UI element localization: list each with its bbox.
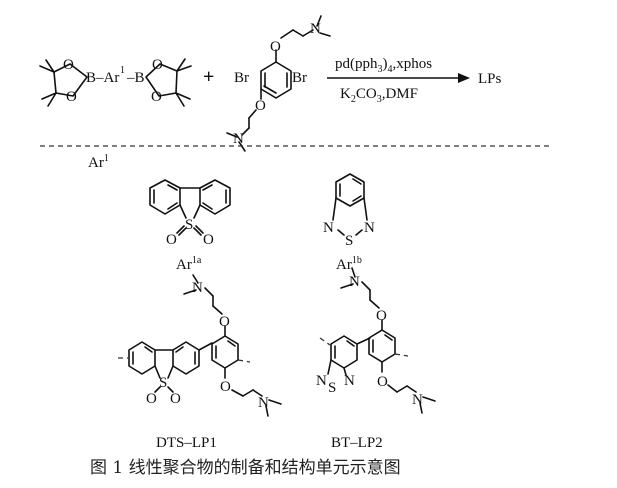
atom-s: S xyxy=(159,375,167,391)
atom-s: S xyxy=(345,233,353,249)
atom-s: S xyxy=(185,217,193,233)
atom-o: O xyxy=(377,374,388,390)
atom-n: N xyxy=(310,21,321,37)
atom-n: N xyxy=(258,395,269,411)
arrow-head-icon xyxy=(458,73,470,83)
atom-o: O xyxy=(376,308,387,324)
dts-lp1-structure xyxy=(118,274,282,417)
dts-lp1-label: DTS–LP1 xyxy=(156,435,217,451)
bt-lp2-label: BT–LP2 xyxy=(331,435,383,451)
atom-o: O xyxy=(63,57,74,73)
atom-n: N xyxy=(192,280,203,296)
atom-o: O xyxy=(146,391,157,407)
atom-n: N xyxy=(323,220,334,236)
ar1b-label: Ar1b xyxy=(336,255,362,273)
atom-o: O xyxy=(255,98,266,114)
boronate-right-b: –B xyxy=(126,70,145,86)
br-left: Br xyxy=(234,70,249,86)
atom-o: O xyxy=(270,39,281,55)
atom-o: O xyxy=(151,89,162,105)
ar1b-structure xyxy=(332,173,368,236)
atom-n: N xyxy=(349,274,360,290)
atom-n: N xyxy=(233,131,244,147)
atom-o: O xyxy=(220,379,231,395)
product-label: LPs xyxy=(478,71,502,87)
boronate-superscript: 1 xyxy=(120,65,125,76)
figure-caption: 图 1 线性聚合物的制备和结构单元示意图 xyxy=(90,458,401,478)
right-pinacol-ester xyxy=(145,58,192,107)
atom-o: O xyxy=(170,391,181,407)
atom-n: N xyxy=(364,220,375,236)
atom-o: O xyxy=(166,232,177,248)
atom-n: N xyxy=(344,373,355,389)
atom-n: N xyxy=(412,392,423,408)
left-pinacol-ester xyxy=(39,59,88,107)
br-right: Br xyxy=(292,70,307,86)
atom-o: O xyxy=(219,314,230,330)
base-conditions: K2CO3,DMF xyxy=(340,86,418,105)
ar1a-label: Ar1a xyxy=(176,255,202,273)
catalyst-conditions: pd(pph3)4,xphos xyxy=(335,56,432,75)
plus-sign: + xyxy=(203,66,214,88)
atom-s: S xyxy=(328,380,336,396)
atom-o: O xyxy=(203,232,214,248)
atom-n: N xyxy=(316,373,327,389)
boronate-label: B–Ar xyxy=(86,70,119,86)
dibromo-monomer xyxy=(226,15,331,152)
ar1a-structure xyxy=(149,179,231,236)
atom-o: O xyxy=(152,57,163,73)
ar-header: Ar1 xyxy=(88,153,109,171)
bt-lp2-structure xyxy=(319,267,436,414)
atom-o: O xyxy=(66,89,77,105)
